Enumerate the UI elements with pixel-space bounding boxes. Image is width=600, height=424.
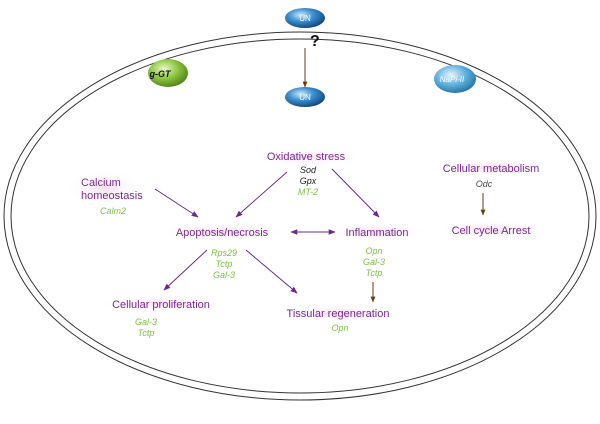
gene-oxidative-mt2: MT-2 — [298, 187, 318, 197]
glow-inflammation — [327, 222, 427, 242]
arrow-apoptosis-to-regeneration — [245, 249, 298, 294]
inflammation-label: Inflammation — [346, 227, 409, 239]
un-molecule-top — [285, 8, 325, 28]
glow-proliferation — [97, 294, 225, 314]
gene-proliferation-tctp: Tctp — [138, 328, 155, 338]
gene-apoptosis-tctp: Tctp — [216, 259, 233, 269]
gene-apoptosis-gal3: Gal-3 — [213, 270, 235, 280]
gene-inflammation-opn: Opn — [365, 246, 382, 256]
glow-metabolism — [429, 158, 553, 178]
ggt-transporter — [148, 59, 188, 87]
apoptosis-label: Apoptosis/necrosis — [176, 227, 269, 239]
glow-oxidative — [248, 147, 364, 167]
un-label-top: UN — [299, 14, 311, 23]
gene-inflammation-gal3: Gal-3 — [363, 257, 385, 267]
arrow-oxidative-to-apoptosis — [235, 171, 288, 218]
arrow-calcium-to-apoptosis — [154, 188, 199, 218]
un-molecule-inside — [285, 87, 325, 107]
calcium-label-line1: Calcium — [81, 177, 121, 189]
glow-regeneration — [272, 303, 404, 323]
cell-membrane-inner — [10, 38, 590, 394]
cell-cycle-arrest-label: Cell cycle Arrest — [452, 225, 531, 237]
napi-transporter — [434, 65, 476, 93]
arrow-apoptosis-to-proliferation — [163, 249, 208, 291]
oxidative-stress-label: Oxidative stress — [267, 151, 346, 163]
ggt-label: g-GT — [149, 69, 172, 79]
cellular-proliferation-label: Cellular proliferation — [112, 299, 210, 311]
arrow-oxidative-to-inflammation — [331, 168, 380, 218]
gene-regeneration-opn: Opn — [331, 323, 348, 333]
glow-apoptosis — [156, 222, 288, 242]
gene-apoptosis-rps29: Rps29 — [211, 248, 237, 258]
gene-proliferation-gal3: Gal-3 — [135, 317, 157, 327]
glow-cell-cycle — [437, 220, 545, 240]
tissular-regeneration-label: Tissular regeneration — [287, 308, 390, 320]
gene-calcium-calm2: Calm2 — [100, 206, 126, 216]
calcium-label-line2: homeostasis — [81, 190, 143, 202]
napi-label: NaPi-II — [440, 75, 465, 84]
un-label-inside: UN — [299, 93, 311, 102]
glow-calcium — [65, 170, 145, 206]
cellular-metabolism-label: Cellular metabolism — [443, 163, 540, 175]
cell-membrane-outer — [3, 31, 597, 401]
question-mark: ? — [310, 33, 320, 50]
gene-oxidative-sod: Sod — [300, 165, 317, 175]
gene-metabolism-odc: Odc — [476, 179, 493, 189]
gene-oxidative-gpx: Gpx — [300, 176, 317, 186]
gene-inflammation-tctp: Tctp — [366, 268, 383, 278]
